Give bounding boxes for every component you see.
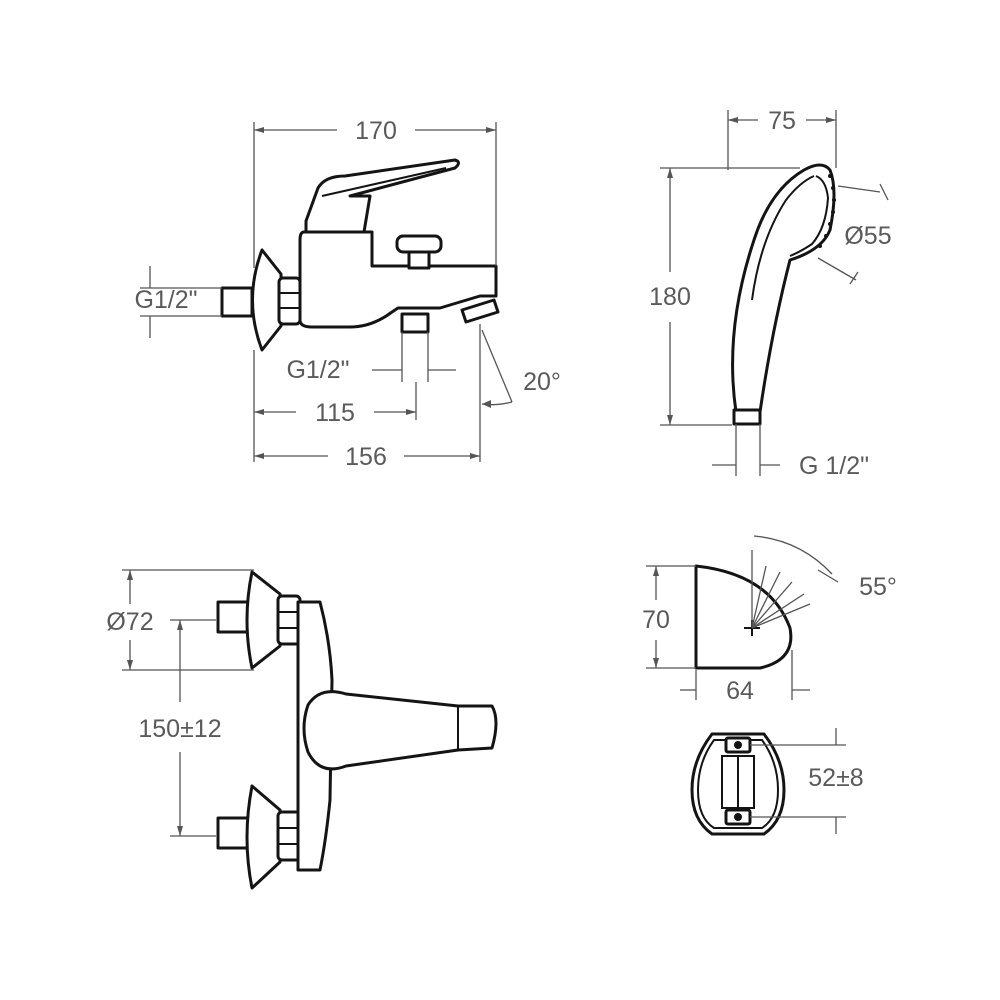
dim-spout-angle-label: 20° bbox=[523, 368, 561, 396]
tilt-lines bbox=[751, 550, 811, 629]
spray-nozzles bbox=[818, 174, 836, 248]
dim-156-label: 156 bbox=[345, 443, 387, 471]
bottom-outlet bbox=[400, 312, 430, 334]
dim-115-label: 115 bbox=[315, 399, 355, 427]
dim-170-label: 170 bbox=[355, 117, 397, 145]
upper-flange bbox=[245, 570, 282, 670]
dim-tilt-angle-label: 55° bbox=[859, 573, 897, 601]
diverter-knob bbox=[395, 234, 443, 254]
dim-connection-thread-label: G 1/2" bbox=[799, 452, 869, 480]
hand-shower-view: 75 180 Ø55 G 1/2" bbox=[649, 107, 891, 480]
lever-handle-top bbox=[302, 690, 498, 771]
dim-outlet-thread-label: G1/2" bbox=[286, 356, 349, 384]
wall-flange bbox=[251, 248, 283, 352]
holder-back-view: 52±8 bbox=[690, 728, 864, 836]
dim-face-diameter-label: Ø55 bbox=[844, 222, 891, 250]
lower-flange bbox=[245, 784, 282, 890]
dim-inlet-thread-label: G1/2" bbox=[134, 286, 197, 314]
mixer-body bbox=[298, 230, 498, 329]
spout-tip bbox=[460, 298, 500, 324]
dim-180-label: 180 bbox=[649, 283, 691, 311]
holder-side-view: 55° 70 64 bbox=[642, 535, 897, 705]
dim-holder-depth-label: 64 bbox=[726, 677, 754, 705]
dim-75-label: 75 bbox=[768, 107, 796, 135]
connection-nut bbox=[277, 276, 302, 326]
mixer-front-view: 170 G1/2" G1/2" 20° 115 156 bbox=[134, 117, 560, 471]
dim-flange-diameter-label: Ø72 bbox=[106, 608, 153, 636]
inlet-pipe bbox=[220, 286, 254, 318]
dim-hole-spacing-label: 52±8 bbox=[808, 764, 863, 792]
dim-holder-height-label: 70 bbox=[642, 606, 670, 634]
mixer-top-view: Ø72 150±12 bbox=[106, 569, 498, 890]
holder-body-side bbox=[694, 564, 793, 670]
dim-center-distance-label: 150±12 bbox=[138, 715, 221, 743]
hand-shower-body bbox=[731, 163, 836, 414]
lever-handle bbox=[304, 158, 460, 234]
hand-shower-connector bbox=[732, 408, 762, 426]
